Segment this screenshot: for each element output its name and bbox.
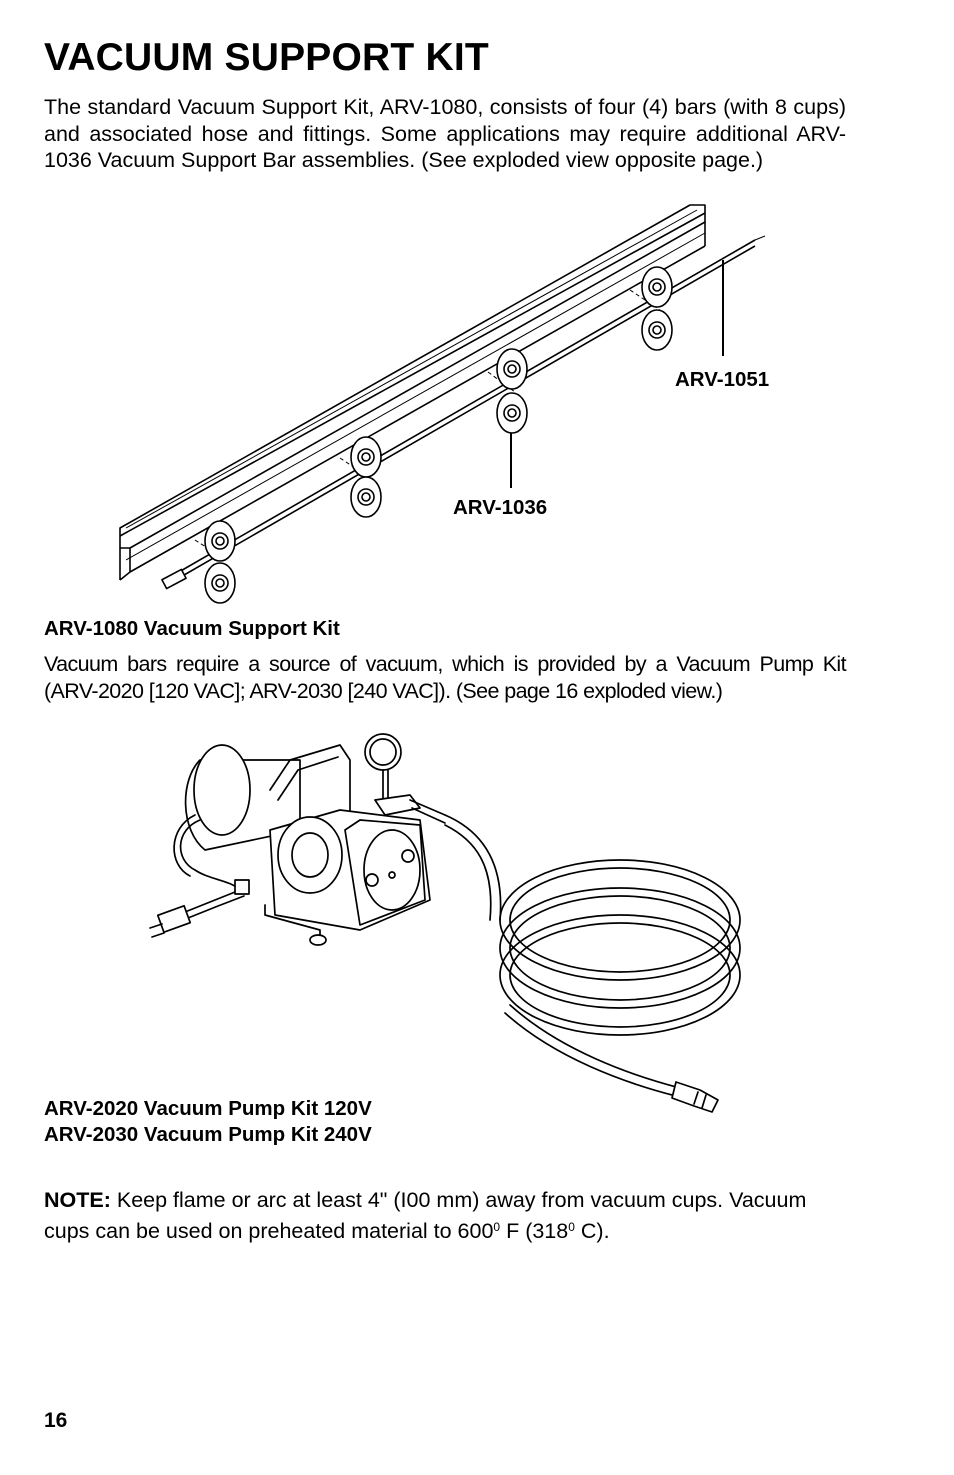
page-title: VACUUM SUPPORT KIT: [44, 36, 489, 79]
note-label: NOTE:: [44, 1188, 111, 1212]
note-text-a: Keep flame or arc at least 4" (I00 mm) a…: [44, 1188, 807, 1243]
vacuum-cup: [204, 562, 236, 604]
intro-paragraph: The standard Vacuum Support Kit, ARV-108…: [44, 95, 846, 172]
vacuum-cup: [641, 309, 673, 351]
callout-arv-1036: ARV-1036: [453, 496, 548, 519]
figure2-caption-line2: ARV-2030 Vacuum Pump Kit 240V: [44, 1123, 372, 1146]
vacuum-cup: [496, 348, 528, 390]
vacuum-cup: [641, 266, 673, 308]
vacuum-cup: [350, 436, 382, 478]
note-degree-b: 0: [568, 1220, 575, 1234]
figure1-caption: ARV-1080 Vacuum Support Kit: [44, 617, 340, 640]
pump-paragraph: Vacuum bars require a source of vacuum, …: [44, 652, 847, 703]
callout-arv-1051: ARV-1051: [675, 368, 770, 391]
figure2-caption-line1: ARV-2020 Vacuum Pump Kit 120V: [44, 1097, 372, 1120]
note-paragraph: NOTE: Keep flame or arc at least 4" (I00…: [44, 1187, 846, 1245]
note-degree-a: 0: [493, 1220, 501, 1234]
note-text-b: F (318: [500, 1219, 569, 1243]
vacuum-cup: [204, 520, 236, 562]
note-text-c: C).: [574, 1219, 610, 1243]
vacuum-cup: [350, 476, 382, 518]
page-number: 16: [44, 1409, 68, 1432]
